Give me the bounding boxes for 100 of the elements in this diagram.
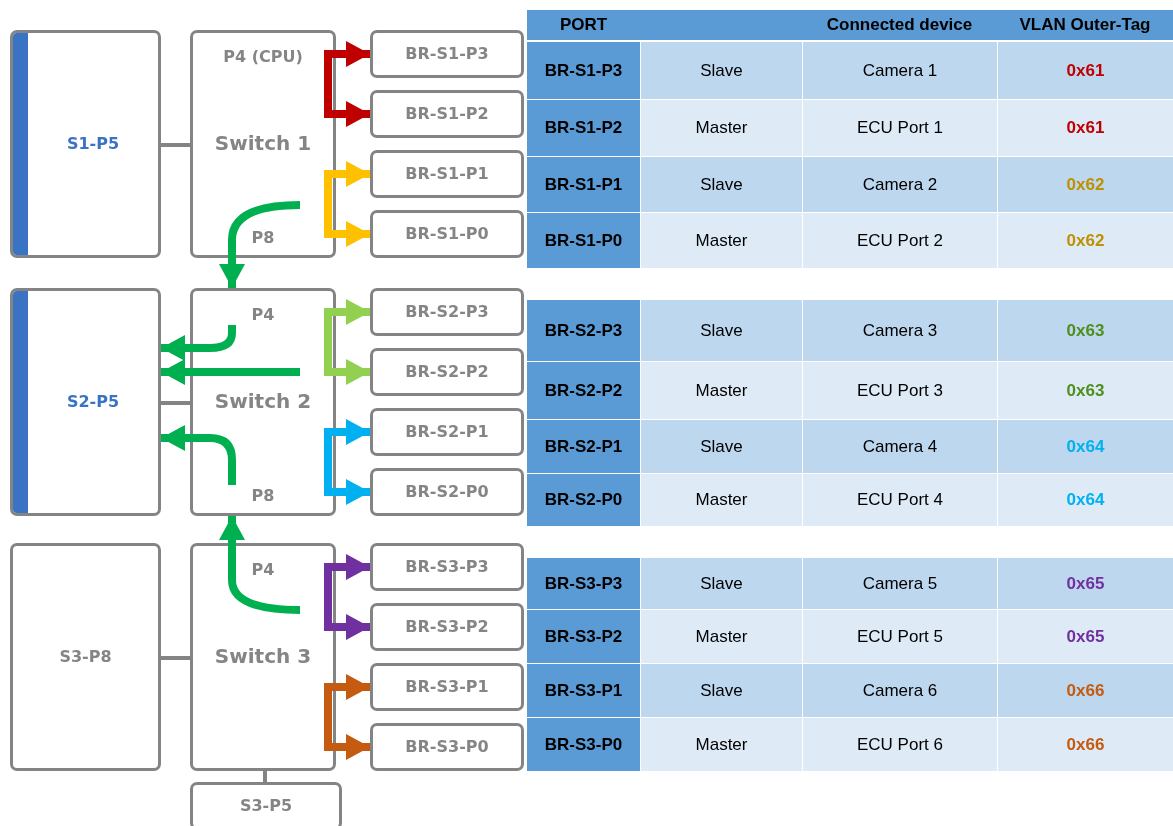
table-cell: Master xyxy=(640,100,802,157)
table-cell: ECU Port 1 xyxy=(802,100,997,157)
port-label: S3-P8 xyxy=(58,647,113,666)
table-cell: BR-S2-P0 xyxy=(527,474,640,527)
table-cell: Camera 3 xyxy=(802,300,997,362)
port-box xyxy=(370,150,524,198)
switch-box xyxy=(190,30,336,258)
port-box xyxy=(370,90,524,138)
port-label: S3-P5 xyxy=(238,796,294,815)
port-label: BR-S3-P0 xyxy=(404,737,490,756)
switch-box xyxy=(190,288,336,516)
port-label: BR-S3-P2 xyxy=(404,617,490,636)
port-label: P4 xyxy=(250,560,276,579)
arrow xyxy=(161,325,236,361)
port-box xyxy=(370,603,524,651)
port-box xyxy=(370,408,524,456)
table-cell: 0x65 xyxy=(997,558,1173,610)
table-cell: 0x64 xyxy=(997,420,1173,474)
table-cell: ECU Port 4 xyxy=(802,474,997,527)
port-box xyxy=(190,782,342,826)
port-label: P8 xyxy=(250,486,276,505)
table-cell: BR-S3-P0 xyxy=(527,718,640,772)
table-cell: ECU Port 3 xyxy=(802,362,997,420)
table-cell: 0x63 xyxy=(997,300,1173,362)
table-cell: BR-S3-P2 xyxy=(527,610,640,664)
port-box xyxy=(10,30,161,258)
port-label: BR-S1-P2 xyxy=(404,104,490,123)
table-cell: 0x66 xyxy=(997,664,1173,718)
connector-line xyxy=(161,143,190,147)
table-cell: Camera 6 xyxy=(802,664,997,718)
port-box xyxy=(370,723,524,771)
port-label: P8 xyxy=(250,228,276,247)
port-label: P4 xyxy=(250,305,276,324)
port-box xyxy=(370,543,524,591)
switch-label: Switch 3 xyxy=(213,644,313,668)
port-label: BR-S2-P0 xyxy=(404,482,490,501)
table-cell: Camera 2 xyxy=(802,157,997,213)
port-box xyxy=(10,543,161,771)
table-cell: BR-S1-P1 xyxy=(527,157,640,213)
table-cell: Slave xyxy=(640,420,802,474)
table-cell: Slave xyxy=(640,42,802,100)
arrow xyxy=(161,425,236,485)
port-label: S2-P5 xyxy=(65,392,121,411)
table-cell: 0x61 xyxy=(997,100,1173,157)
port-box xyxy=(370,288,524,336)
port-box xyxy=(370,210,524,258)
table-cell: Slave xyxy=(640,664,802,718)
port-label: BR-S2-P3 xyxy=(404,302,490,321)
port-label: BR-S2-P1 xyxy=(404,422,490,441)
port-label: BR-S1-P1 xyxy=(404,164,490,183)
port-label: S1-P5 xyxy=(65,134,121,153)
port-label: BR-S3-P3 xyxy=(404,557,490,576)
table-cell: BR-S2-P1 xyxy=(527,420,640,474)
table-cell: BR-S3-P3 xyxy=(527,558,640,610)
table-cell: Camera 5 xyxy=(802,558,997,610)
table-cell: Camera 4 xyxy=(802,420,997,474)
table-cell: BR-S1-P0 xyxy=(527,213,640,269)
connector-line xyxy=(161,656,190,660)
table-cell: Camera 1 xyxy=(802,42,997,100)
table-cell: 0x61 xyxy=(997,42,1173,100)
table-cell: BR-S1-P2 xyxy=(527,100,640,157)
port-box xyxy=(370,348,524,396)
port-box xyxy=(370,468,524,516)
table-cell: Slave xyxy=(640,157,802,213)
switch-label: Switch 2 xyxy=(213,389,313,413)
table-cell: Master xyxy=(640,474,802,527)
table-cell: 0x63 xyxy=(997,362,1173,420)
table-cell: BR-S1-P3 xyxy=(527,42,640,100)
port-box xyxy=(370,663,524,711)
table-cell: Master xyxy=(640,718,802,772)
table-cell: 0x64 xyxy=(997,474,1173,527)
connector-line xyxy=(263,771,267,782)
port-box xyxy=(370,30,524,78)
port-label: BR-S1-P0 xyxy=(404,224,490,243)
table-cell: BR-S2-P3 xyxy=(527,300,640,362)
arrow xyxy=(219,201,301,288)
table-cell: Slave xyxy=(640,558,802,610)
table-cell: ECU Port 5 xyxy=(802,610,997,664)
port-box xyxy=(10,288,161,516)
table-cell: 0x66 xyxy=(997,718,1173,772)
table-cell: Master xyxy=(640,610,802,664)
switch-label: Switch 1 xyxy=(213,131,313,155)
port-label: BR-S2-P2 xyxy=(404,362,490,381)
table-cell: ECU Port 6 xyxy=(802,718,997,772)
port-label: BR-S3-P1 xyxy=(404,677,490,696)
table-cell: 0x62 xyxy=(997,213,1173,269)
port-label: P4 (CPU) xyxy=(222,47,304,66)
table-cell: 0x65 xyxy=(997,610,1173,664)
table-cell: BR-S3-P1 xyxy=(527,664,640,718)
connector-line xyxy=(161,401,190,405)
table-cell: 0x62 xyxy=(997,157,1173,213)
switch-box xyxy=(190,543,336,771)
table-cell: Master xyxy=(640,362,802,420)
arrow xyxy=(219,516,301,614)
port-label: BR-S1-P3 xyxy=(404,44,490,63)
table-cell: ECU Port 2 xyxy=(802,213,997,269)
table-cell: Master xyxy=(640,213,802,269)
table-cell: BR-S2-P2 xyxy=(527,362,640,420)
table-cell: Slave xyxy=(640,300,802,362)
arrow xyxy=(161,359,300,385)
